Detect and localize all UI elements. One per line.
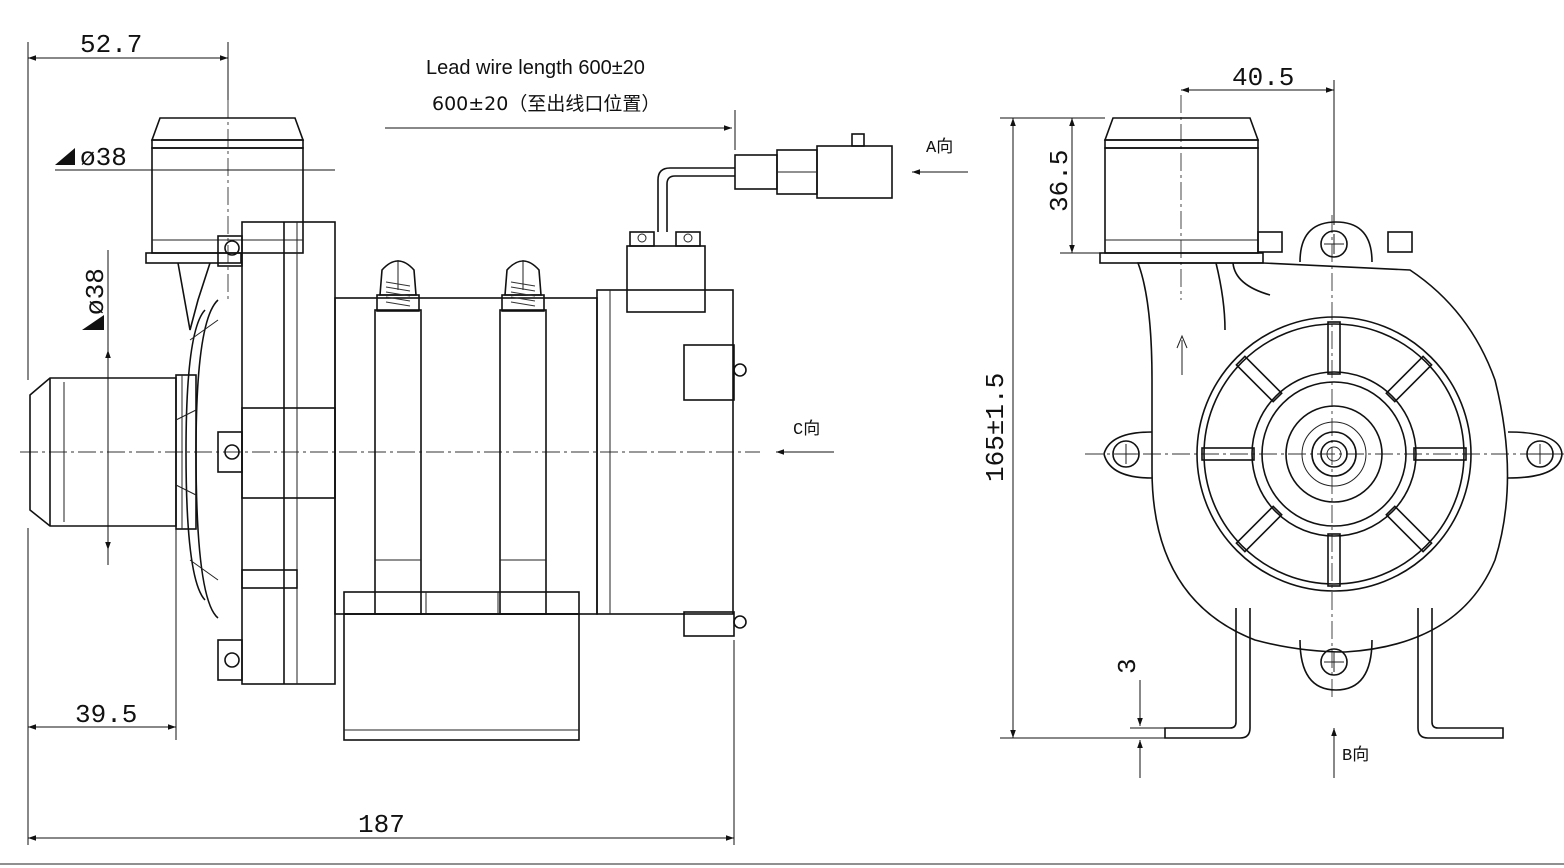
front-feet	[1164, 608, 1504, 739]
outlet-pipe	[145, 117, 305, 331]
lead-wire-length-label: Lead wire length 600±20	[426, 57, 645, 79]
motor-face	[1196, 316, 1472, 592]
side-view-dimensions: 52.7 ø38 ø38 39.5 187 Lead wire	[27, 30, 968, 845]
datum-triangle-icon	[55, 148, 75, 165]
dim-52-7-label: 52.7	[80, 30, 142, 60]
dim-39-5-label: 39.5	[75, 700, 137, 730]
dim-inlet-dia-label: ø38	[81, 268, 111, 315]
mounting-ears	[1103, 221, 1563, 691]
pump-head	[185, 221, 336, 685]
dim-187-label: 187	[358, 810, 405, 840]
inlet-pipe	[29, 374, 197, 530]
front-view-dimensions: 40.5 36.5 165±1.5 3 B向	[981, 63, 1369, 778]
motor-body	[334, 289, 747, 741]
dim-outlet-dia-label: ø38	[80, 143, 127, 173]
front-outlet-pipe	[1099, 117, 1264, 264]
front-volute-housing	[1136, 231, 1509, 653]
dim-40-5-label: 40.5	[1232, 63, 1294, 93]
datum-triangle-icon	[82, 315, 104, 330]
clamp-bands	[374, 260, 547, 615]
lead-wire-connector	[626, 133, 893, 313]
view-b-label: B向	[1342, 745, 1369, 766]
dim-3-label: 3	[1113, 658, 1143, 674]
view-c-label: C向	[793, 419, 820, 440]
dim-36-5-label: 36.5	[1045, 150, 1075, 212]
dim-165-label: 165±1.5	[981, 373, 1011, 482]
side-view: 52.7 ø38 ø38 39.5 187 Lead wire	[20, 30, 968, 845]
view-a-label: A向	[926, 137, 953, 158]
lead-wire-length-cn-label: 600±20（至出线口位置）	[432, 93, 660, 115]
front-view: 40.5 36.5 165±1.5 3 B向	[981, 63, 1564, 778]
